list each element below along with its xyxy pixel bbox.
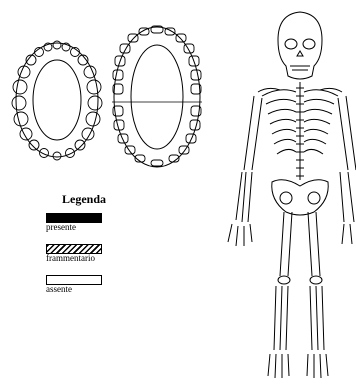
legend: Legenda presente frammentario assente: [46, 192, 126, 306]
legend-title: Legenda: [62, 192, 126, 207]
legend-label-fragment: frammentario: [46, 253, 126, 263]
arm-right: [338, 96, 356, 244]
leg-right: [307, 212, 328, 378]
skeleton: [228, 12, 356, 378]
pelvis: [272, 180, 328, 215]
leg-left: [268, 212, 292, 378]
skull: [278, 12, 322, 79]
arm-left: [228, 96, 262, 246]
lower-dental-arch: [112, 26, 202, 167]
upper-dental-arch: [12, 41, 102, 160]
spine: [296, 82, 304, 180]
legend-label-present: presente: [46, 222, 126, 232]
legend-label-absent: assente: [46, 284, 126, 294]
